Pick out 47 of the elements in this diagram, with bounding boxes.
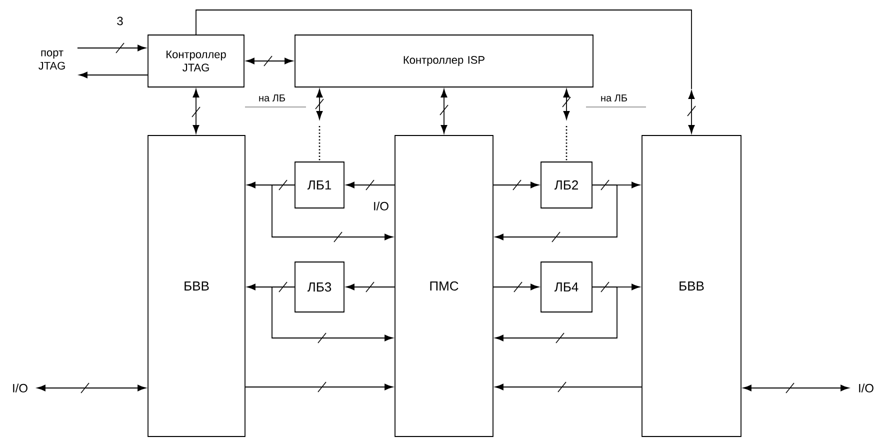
bus-arrow [36, 384, 146, 392]
controller-box: Контроллер JTAG [148, 34, 244, 88]
bus-arrow [346, 182, 395, 188]
bus-arrow [246, 58, 294, 64]
dotted-line [318, 126, 320, 162]
signal-label: I/O [374, 202, 388, 210]
bus-arrow [616, 182, 640, 188]
bus-line [592, 286, 618, 288]
logic-block-box: ЛБ1 [294, 162, 344, 208]
logic-block-box: ЛБ2 [540, 162, 592, 208]
port-label: порт JTAG [38, 50, 65, 70]
logic-block-box: ЛБ3 [294, 262, 344, 312]
bus-arrow [494, 184, 618, 240]
bus-arrow [79, 72, 148, 78]
logic-block-box: ЛБ4 [540, 262, 592, 312]
bus-line [272, 184, 295, 186]
io-block-box: БВВ [148, 135, 246, 437]
bus-line [272, 286, 295, 288]
bus-arrow [77, 44, 146, 52]
bus-arrow [494, 286, 618, 342]
bus-arrow [494, 384, 642, 390]
edge-label: на ЛБ [244, 94, 306, 108]
bus-arrow [272, 184, 394, 240]
bus-arrow [246, 182, 272, 188]
io-label: I/O [859, 384, 874, 392]
bus-arrow [192, 88, 200, 134]
bus-arrow [493, 182, 540, 188]
bus-arrow [493, 284, 540, 290]
controller-box: Контроллер ISP [294, 34, 594, 88]
bus-arrow [688, 90, 695, 134]
bus-width-label: 3 [117, 16, 123, 26]
bus-arrow [616, 284, 640, 290]
bus-arrow [742, 384, 850, 392]
edge-label: на ЛБ [586, 94, 646, 108]
bus-arrow [245, 384, 394, 390]
bus-arrow [272, 286, 394, 342]
bus-arrow [246, 284, 272, 290]
io-label: I/O [13, 384, 28, 392]
bus-arrow [346, 284, 395, 290]
bus-line [592, 184, 618, 186]
io-block-box: БВВ [642, 135, 742, 437]
bus-arrow [563, 88, 570, 120]
switch-matrix-box: ПМС [394, 135, 494, 437]
bus-arrow [316, 88, 323, 120]
bus-arrow [440, 88, 448, 134]
dotted-line [566, 126, 568, 162]
bus-line [196, 10, 692, 90]
